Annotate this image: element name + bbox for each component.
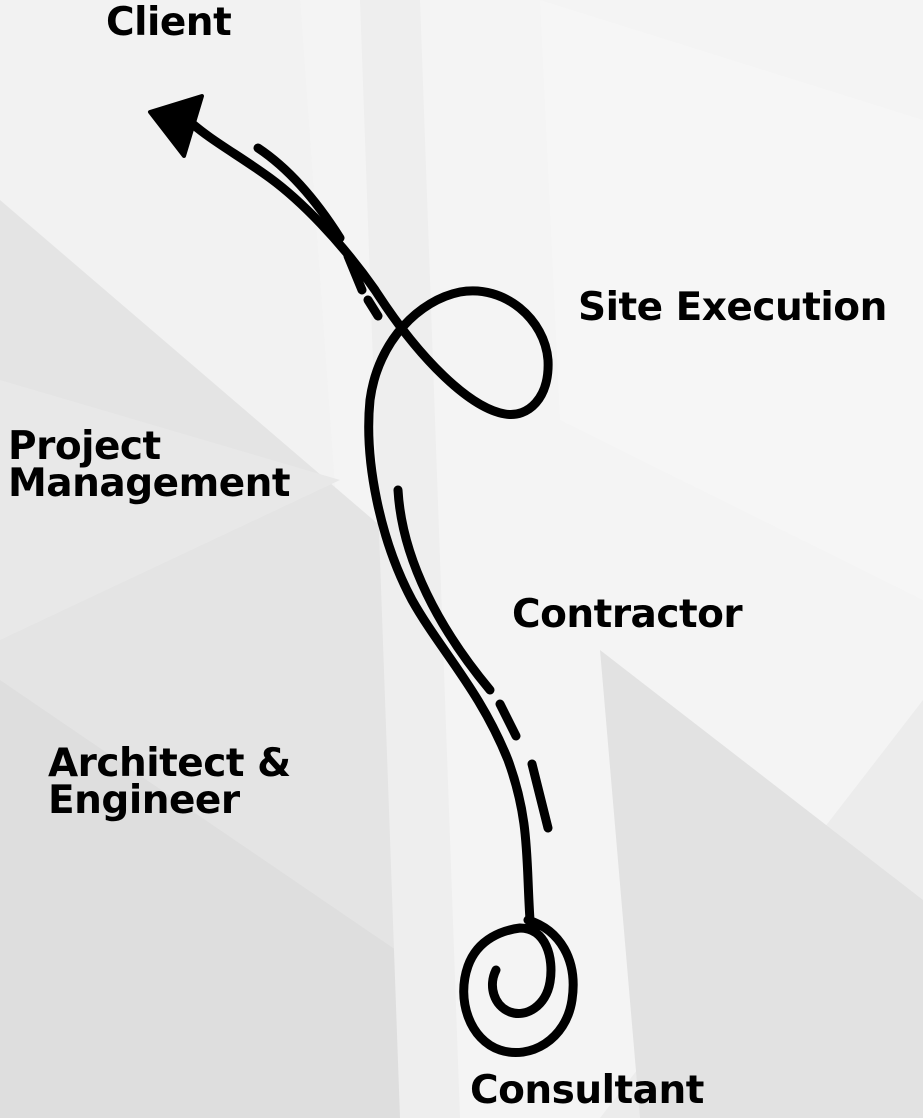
label-client: Client (106, 0, 232, 45)
label-project-management-line1: Project (8, 424, 161, 469)
label-architect-engineer-line2: Engineer (48, 778, 240, 823)
label-project-management-line2: Management (8, 461, 291, 506)
label-consultant: Consultant (470, 1068, 704, 1113)
path-accent-upper (253, 143, 345, 243)
label-contractor: Contractor (512, 592, 743, 637)
path-accent-lower (393, 485, 495, 695)
path-accent-upper-3 (363, 295, 383, 321)
path-accent-upper-2 (343, 251, 367, 295)
label-architect-engineer-line1: Architect & (48, 741, 291, 786)
arrowhead (148, 94, 204, 158)
path-accent-lower-2 (495, 699, 521, 741)
label-architect-engineer: Architect & Engineer (48, 741, 291, 823)
label-site-execution: Site Execution (578, 285, 887, 330)
path-accent-lower-3 (527, 759, 553, 833)
path-main-stroke (183, 115, 553, 925)
spiral (459, 915, 578, 1058)
label-project-management: Project Management (8, 424, 291, 506)
